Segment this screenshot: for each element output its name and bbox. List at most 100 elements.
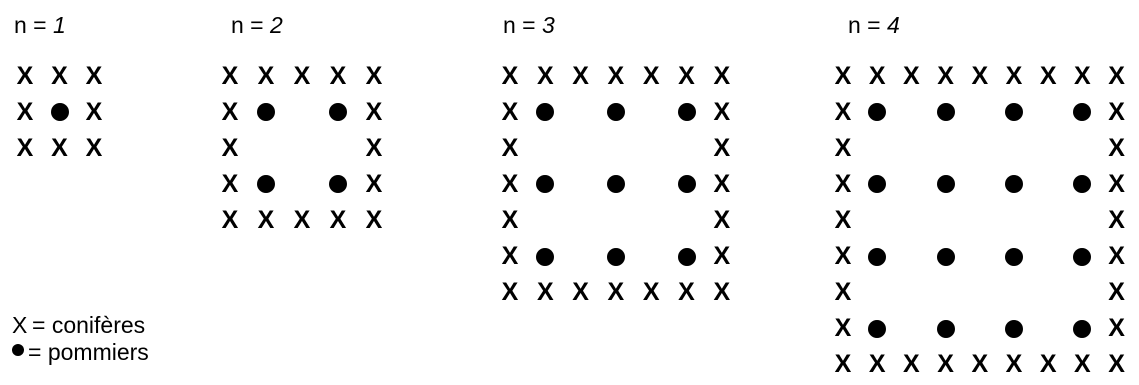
conifer-tree: X (1108, 205, 1125, 234)
apple-dot-icon (1073, 319, 1092, 338)
apple-dot-icon (868, 103, 887, 122)
conifer-tree: X (607, 61, 625, 90)
conifer-tree: X (257, 61, 275, 90)
apple-tree (531, 166, 559, 202)
apple-dot-icon (1073, 103, 1092, 122)
apple-dot-icon (257, 103, 275, 122)
conifer-tree: X (713, 169, 731, 198)
apple-tree (602, 94, 630, 130)
panel-title: n = 1 (14, 12, 66, 39)
conifer-tree: X (1108, 169, 1125, 198)
legend: X = conifères = pommiers (12, 312, 149, 366)
conifer-tree: X (642, 278, 660, 307)
conifer-tree: X (51, 133, 68, 162)
apple-tree (531, 94, 559, 130)
conifer-tree: X (536, 278, 554, 307)
conifer-tree: X (868, 61, 886, 90)
apple-tree (1000, 94, 1028, 130)
apple-dot-icon (677, 247, 696, 266)
conifer-tree: X (365, 61, 383, 90)
conifer-tree: X (1074, 350, 1091, 379)
panel-title: n = 2 (231, 12, 283, 39)
apple-tree (863, 311, 891, 347)
apple-tree (673, 166, 701, 202)
conifer-tree: X (678, 278, 695, 307)
apple-tree (1000, 311, 1028, 347)
panel-title-prefix: n = (231, 12, 271, 38)
conifer-tree: X (1108, 350, 1125, 379)
apple-dot-icon (12, 343, 24, 356)
conifer-symbol: X (12, 312, 28, 338)
conifer-tree: X (572, 278, 589, 307)
conifer-tree: X (1108, 278, 1125, 307)
conifer-tree: X (1108, 242, 1125, 270)
panel-title-n: 1 (53, 12, 66, 38)
apple-tree (252, 94, 280, 130)
conifer-tree: X (221, 169, 239, 198)
panel-title-prefix: n = (848, 12, 888, 38)
apple-dot-icon (1005, 175, 1023, 194)
apple-tree (1000, 166, 1028, 202)
apple-tree (932, 94, 960, 130)
conifer-tree: X (834, 350, 852, 379)
apple-tree (932, 311, 960, 347)
conifer-tree: X (1039, 350, 1057, 379)
legend-conifer-label: = conifères (32, 312, 146, 338)
conifer-tree: X (221, 97, 239, 126)
panel-title-n: 2 (270, 12, 283, 38)
conifer-tree: X (1005, 350, 1023, 379)
conifer-tree: X (16, 133, 34, 162)
apple-dot-icon (1073, 247, 1092, 266)
conifer-tree: X (293, 61, 311, 90)
apple-tree (673, 94, 701, 130)
apple-dot-icon (329, 175, 347, 194)
conifer-tree: X (1005, 61, 1023, 90)
conifer-tree: X (903, 61, 920, 90)
apple-dot-icon (868, 247, 887, 266)
conifer-tree: X (501, 242, 519, 270)
conifer-tree: X (642, 61, 660, 90)
apple-dot-icon (868, 319, 887, 338)
conifer-tree: X (834, 97, 852, 126)
conifer-tree: X (85, 97, 103, 126)
conifer-tree: X (1039, 61, 1057, 90)
conifer-tree: X (365, 97, 383, 126)
panel-title-n: 4 (887, 12, 900, 38)
apple-dot-icon (936, 247, 955, 266)
apple-dot-icon (1005, 247, 1023, 266)
apple-dot-icon (677, 175, 696, 194)
conifer-tree: X (501, 61, 519, 90)
panel-title-prefix: n = (503, 12, 543, 38)
apple-tree (863, 94, 891, 130)
conifer-tree: X (85, 61, 103, 90)
conifer-tree: X (678, 61, 695, 90)
apple-dot-icon (1005, 103, 1023, 122)
conifer-tree: X (937, 61, 954, 90)
panel-title-prefix: n = (14, 12, 54, 38)
apple-tree (46, 94, 74, 130)
conifer-tree: X (713, 205, 731, 234)
conifer-tree: X (221, 61, 239, 90)
apple-tree (863, 239, 891, 275)
conifer-tree: X (713, 61, 731, 90)
conifer-tree: X (713, 97, 731, 126)
apple-tree (252, 166, 280, 202)
apple-dot-icon (536, 103, 555, 122)
conifer-tree: X (834, 133, 852, 162)
conifer-tree: X (1074, 61, 1091, 90)
conifer-tree: X (257, 205, 275, 234)
conifer-tree: X (365, 205, 383, 234)
conifer-tree: X (329, 205, 347, 234)
apple-dot-icon (936, 319, 955, 338)
apple-dot-icon (536, 175, 555, 194)
conifer-tree: X (51, 61, 68, 90)
apple-dot-icon (1073, 175, 1092, 194)
apple-dot-icon (868, 175, 887, 194)
apple-dot-icon (329, 103, 347, 122)
conifer-tree: X (293, 205, 311, 234)
apple-tree (324, 166, 352, 202)
apple-tree (531, 239, 559, 275)
panel-title: n = 3 (503, 12, 555, 39)
apple-tree (932, 166, 960, 202)
conifer-tree: X (1108, 314, 1125, 343)
